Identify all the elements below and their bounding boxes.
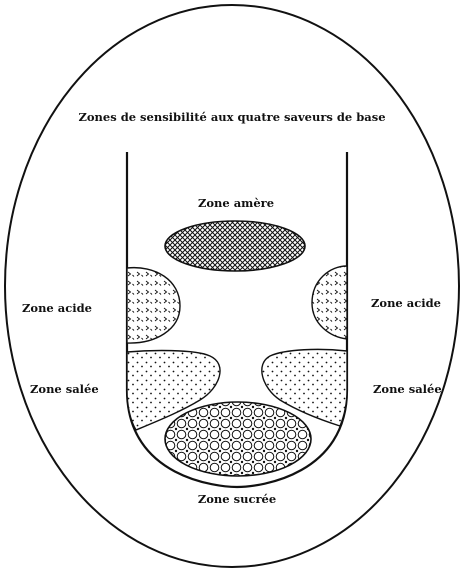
sour-zone-left: [127, 268, 180, 343]
label-sweet-zone: Zone sucrée: [198, 492, 276, 506]
sour-zone-right: [312, 266, 347, 339]
label-sour-zone-right: Zone acide: [371, 296, 441, 310]
label-salty-zone-right: Zone salée: [373, 382, 442, 396]
label-sour-zone-left: Zone acide: [22, 301, 92, 315]
diagram-title: Zones de sensibilité aux quatre saveurs …: [78, 110, 385, 124]
label-salty-zone-left: Zone salée: [30, 382, 99, 396]
sweet-zone: [165, 402, 311, 476]
label-bitter-zone: Zone amère: [198, 196, 274, 210]
outer-oval-frame: [5, 5, 459, 567]
bitter-zone: [165, 221, 305, 271]
